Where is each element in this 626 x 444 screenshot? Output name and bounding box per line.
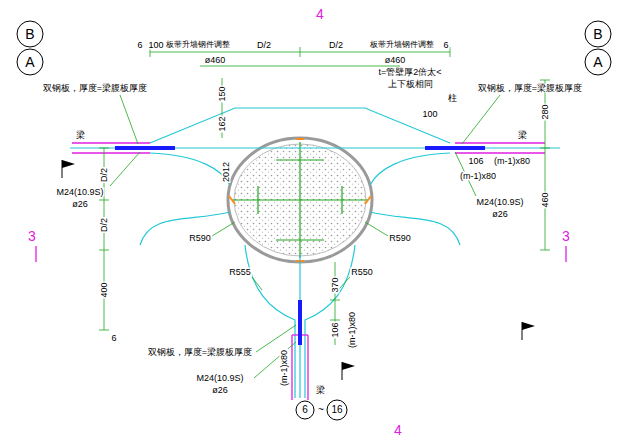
drawing-label: 6 <box>136 41 143 50</box>
section-marker: BA <box>16 20 44 76</box>
drawing-label: 370 <box>331 276 340 293</box>
plate-outline <box>70 108 560 398</box>
drawing-label: 上下板相同 <box>387 80 434 89</box>
drawing-label: R590 <box>388 234 412 243</box>
drawing-label: (m-1)x80 <box>493 157 531 166</box>
section-marker: BA <box>584 20 612 76</box>
drawing-label: ø460 <box>384 56 407 65</box>
drawing-label: 板带升墙钢件调整 <box>165 41 231 49</box>
drawing-label: 280 <box>541 103 550 120</box>
double-plate <box>115 148 485 345</box>
section-letter: B <box>593 27 602 41</box>
drawing-label: R590 <box>188 234 212 243</box>
drawing-label: 106 <box>331 321 340 338</box>
drawing-label: 3 <box>27 229 37 243</box>
drawing-label: 100 <box>147 41 164 50</box>
drawing-label: 106 <box>467 157 484 166</box>
drawing-label: 4 <box>315 7 325 21</box>
drawing-label: 16 <box>330 405 343 415</box>
weld-symbol <box>62 160 535 380</box>
drawing-label: D/2 <box>100 217 109 233</box>
drawing-label: 双钢板，厚度=梁腹板厚度 <box>147 348 253 357</box>
drawing-label: 150 <box>218 85 227 102</box>
drawing-label: 梁 <box>517 131 528 140</box>
drawing-label: 6 <box>442 41 449 50</box>
weld-marks <box>229 139 371 261</box>
drawing-label: 2012 <box>222 161 231 183</box>
drawing-label: 460 <box>541 191 550 208</box>
drawing-label: 6 <box>110 334 117 343</box>
drawing-label: 双钢板，厚度=梁腹板厚度 <box>477 84 583 93</box>
beam <box>36 143 566 400</box>
drawing-label: ~ <box>317 405 325 415</box>
drawing-label: ø26 <box>491 210 509 219</box>
drawing-label: ø460 <box>204 56 227 65</box>
drawing-label: 400 <box>100 281 109 298</box>
drawing-label: 板带升墙钢件调整 <box>369 41 435 49</box>
drawing-label: (m-1)x80 <box>280 349 289 387</box>
drawing-label: R550 <box>350 268 374 277</box>
drawing-label: ø26 <box>71 200 89 209</box>
axis-bubble <box>296 400 347 420</box>
drawing-label: 柱 <box>447 94 458 103</box>
drawing-label: 162 <box>218 115 227 132</box>
section-letter: A <box>593 55 602 69</box>
drawing-label: M24(10.9S) <box>55 188 104 197</box>
drawing-label: ø26 <box>211 386 229 395</box>
drawing-label: (m-1)x80 <box>348 311 357 349</box>
drawing-label: 梁 <box>75 131 86 140</box>
drawing-label: M24(10.9S) <box>195 374 244 383</box>
drawing-label: R555 <box>228 268 252 277</box>
stiffeners <box>232 142 368 258</box>
drawing-label: M24(10.9S) <box>475 198 524 207</box>
drawing-label: D/2 <box>256 41 272 50</box>
drawing-label: 6 <box>301 405 309 415</box>
leader-line <box>110 95 500 378</box>
drawing-label: 100 <box>421 110 438 119</box>
drawing-label: D/2 <box>100 167 109 183</box>
drawing-label: (m-1)x80 <box>459 172 497 181</box>
section-letter: B <box>25 27 34 41</box>
section-letter: A <box>25 55 34 69</box>
column-outline <box>228 138 372 262</box>
drawing-label: t=管壁厚2倍太< <box>377 68 442 77</box>
drawing-label: 梁 <box>315 386 326 395</box>
drawing-label: 双钢板，厚度=梁腹板厚度 <box>42 84 148 93</box>
drawing-label: 4 <box>393 423 403 437</box>
drawing-label: 3 <box>561 229 571 243</box>
drawing-label: D/2 <box>328 41 344 50</box>
